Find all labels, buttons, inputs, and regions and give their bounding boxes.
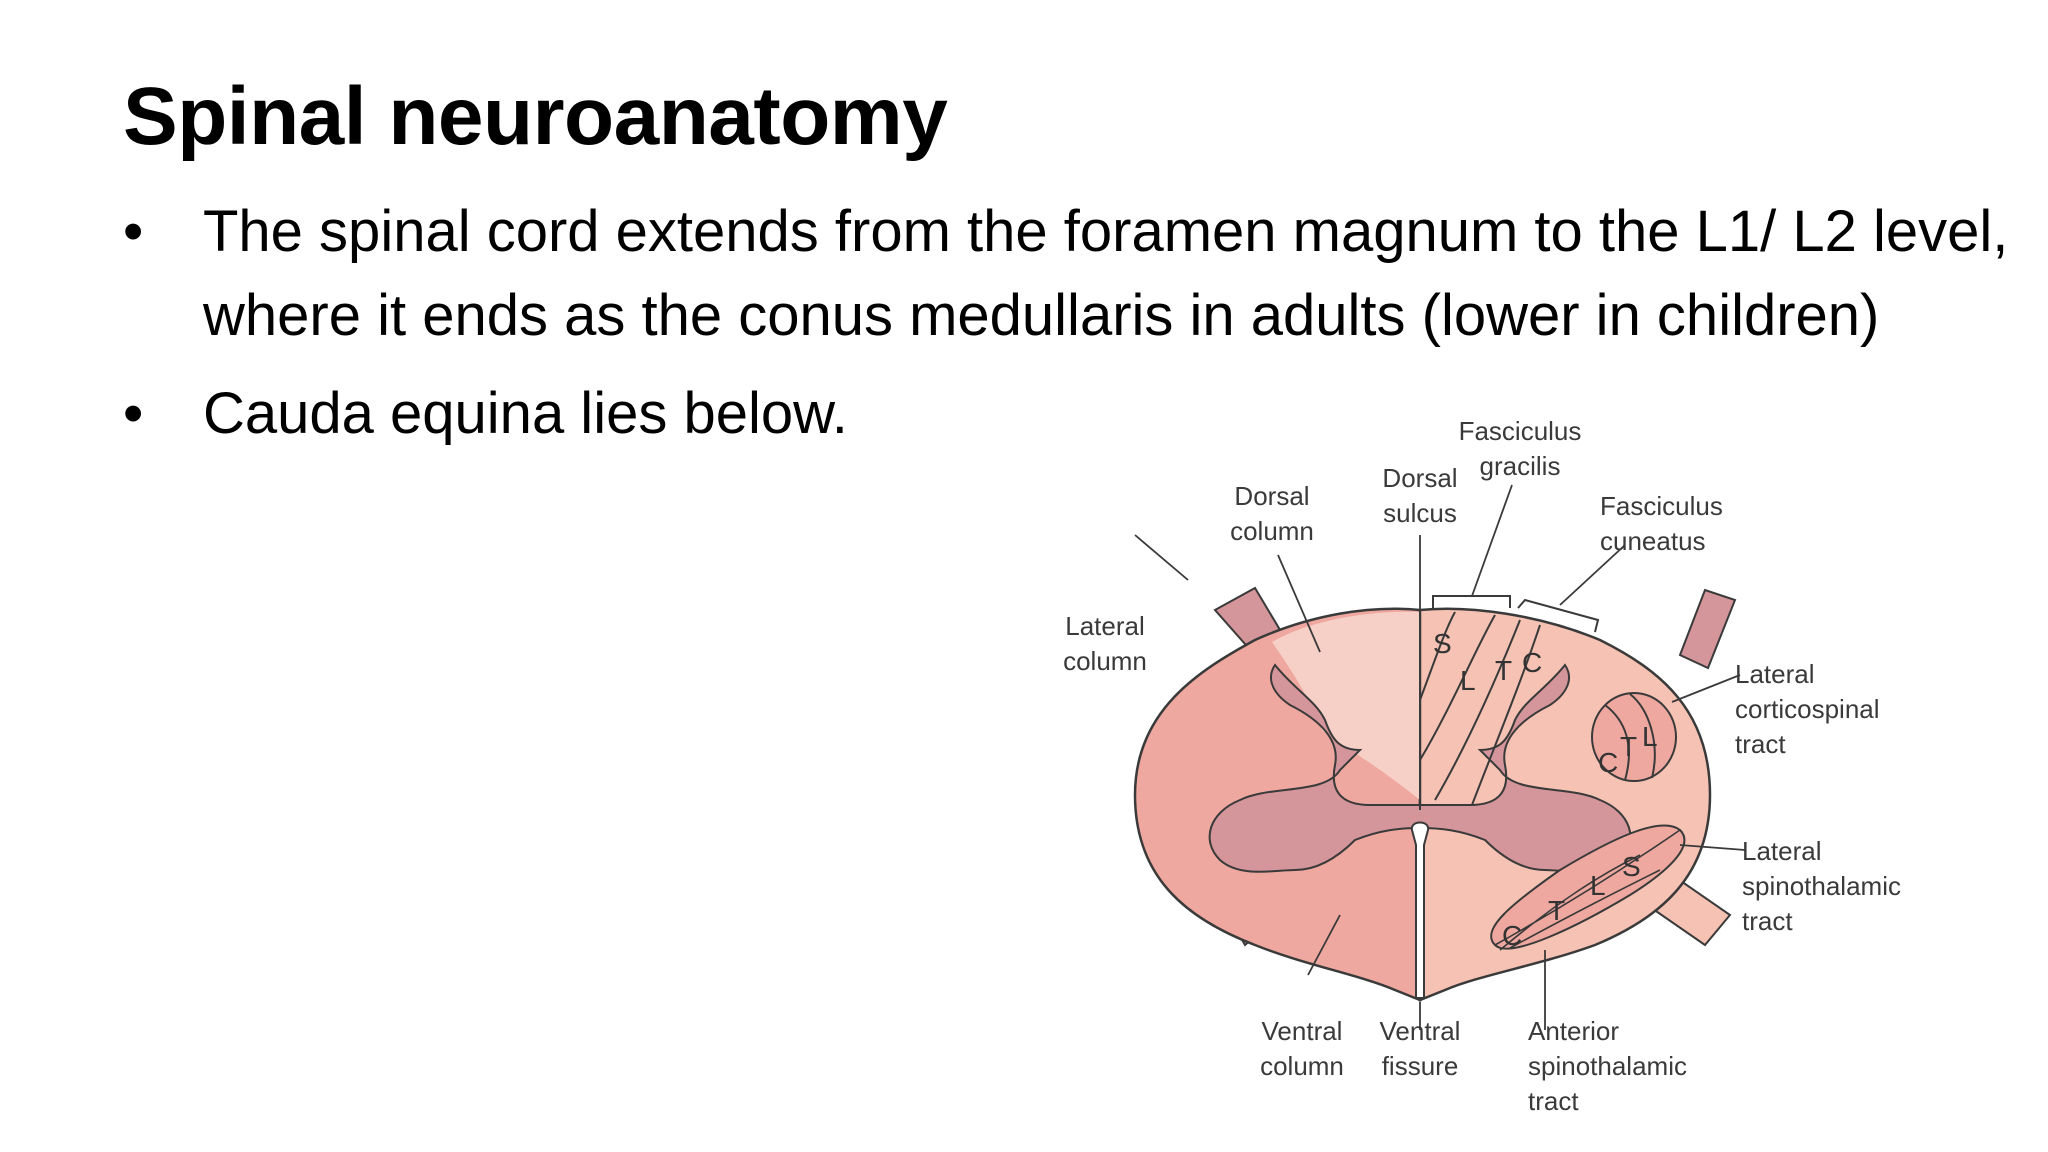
svg-text:Fasciculus: Fasciculus — [1600, 491, 1723, 521]
svg-text:fissure: fissure — [1382, 1051, 1459, 1081]
label-ventral-fissure: Ventral fissure — [1380, 1016, 1461, 1081]
label-ventral-column: Ventral column — [1260, 1016, 1344, 1081]
label-fasciculus-gracilis: Fasciculus gracilis — [1459, 416, 1582, 481]
ventral-fissure — [1410, 821, 1430, 999]
svg-text:corticospinal: corticospinal — [1735, 694, 1880, 724]
dorsal-lamination-lines — [1419, 611, 1541, 806]
svg-text:tract: tract — [1528, 1086, 1579, 1116]
spinal-cord-illustration: S L T C C T L C T L S — [1063, 416, 1901, 1116]
svg-text:column: column — [1063, 646, 1147, 676]
label-lateral-spinothalamic: Lateral spinothalamic tract — [1742, 836, 1901, 936]
svg-text:Anterior: Anterior — [1528, 1016, 1619, 1046]
svg-text:Lateral: Lateral — [1742, 836, 1822, 866]
slide-title: Spinal neuroanatomy — [123, 71, 948, 162]
bullet-item: • The spinal cord extends from the foram… — [123, 190, 2048, 358]
svg-text:gracilis: gracilis — [1480, 451, 1561, 481]
spinothalamic-zone-s: S — [1622, 851, 1641, 882]
svg-text:Fasciculus: Fasciculus — [1459, 416, 1582, 446]
svg-text:spinothalamic: spinothalamic — [1742, 871, 1901, 901]
spinothalamic-zone-t: T — [1548, 895, 1565, 926]
svg-text:spinothalamic: spinothalamic — [1528, 1051, 1687, 1081]
svg-text:sulcus: sulcus — [1383, 498, 1457, 528]
svg-text:cuneatus: cuneatus — [1600, 526, 1706, 556]
bullet-text: The spinal cord extends from the foramen… — [203, 199, 2009, 348]
bullet-text: Cauda equina lies below. — [203, 381, 848, 446]
svg-text:tract: tract — [1735, 729, 1786, 759]
svg-text:column: column — [1260, 1051, 1344, 1081]
corticospinal-zone-t: T — [1620, 731, 1637, 762]
bullet-list: • The spinal cord extends from the foram… — [123, 190, 2008, 470]
corticospinal-zone-c: C — [1598, 747, 1618, 778]
svg-text:Lateral: Lateral — [1735, 659, 1815, 689]
dorsal-zone-t: T — [1495, 655, 1512, 686]
svg-text:tract: tract — [1742, 906, 1793, 936]
dorsal-zone-l: L — [1460, 665, 1476, 696]
bullet-item: • Cauda equina lies below. — [123, 372, 1973, 456]
spinothalamic-zone-l: L — [1590, 870, 1606, 901]
svg-text:Dorsal: Dorsal — [1382, 463, 1457, 493]
label-fasciculus-cuneatus: Fasciculus cuneatus — [1600, 491, 1723, 556]
leader-lines — [1134, 484, 1746, 1030]
corticospinal-lines — [1604, 693, 1656, 781]
spinal-cord-diagram: S L T C C T L C T L S — [1040, 400, 1940, 1140]
spinothalamic-zone-c: C — [1502, 920, 1522, 951]
label-anterior-spinothalamic: Anterior spinothalamic tract — [1528, 1016, 1687, 1116]
right-dorsal-root — [1678, 588, 1737, 670]
dorsal-column-region — [1272, 611, 1420, 800]
label-dorsal-column: Dorsal column — [1230, 481, 1314, 546]
svg-text:Ventral: Ventral — [1262, 1016, 1343, 1046]
bullet-marker: • — [123, 199, 144, 264]
dorsal-zone-c: C — [1522, 647, 1542, 678]
svg-text:Lateral: Lateral — [1065, 611, 1145, 641]
dorsal-zone-s: S — [1433, 628, 1452, 659]
label-lateral-column: Lateral column — [1063, 611, 1147, 676]
corticospinal-zone-l: L — [1642, 721, 1658, 752]
svg-text:Ventral: Ventral — [1380, 1016, 1461, 1046]
label-dorsal-sulcus: Dorsal sulcus — [1382, 463, 1457, 528]
bullet-marker: • — [123, 381, 144, 446]
spinothalamic-lines — [1494, 829, 1681, 951]
label-lateral-corticospinal: Lateral corticospinal tract — [1735, 659, 1880, 759]
svg-text:Dorsal: Dorsal — [1234, 481, 1309, 511]
gracilis-bracket — [1432, 595, 1511, 608]
cuneatus-bracket — [1517, 598, 1600, 633]
svg-text:column: column — [1230, 516, 1314, 546]
